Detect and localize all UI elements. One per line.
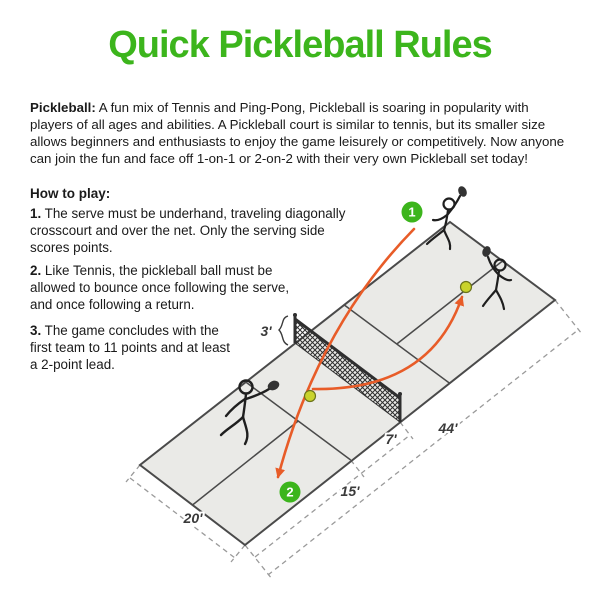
- net-post-left-cap: [293, 313, 297, 317]
- net-post-right-cap: [398, 392, 402, 396]
- court-lines: [192, 260, 503, 506]
- marker-2: 2: [279, 481, 301, 503]
- player-server: [425, 186, 467, 251]
- net-height-brace: [278, 315, 289, 346]
- dim-connector-near-corner-left: [230, 544, 246, 563]
- player-near: [219, 379, 280, 446]
- dim-connector-kitchen: [350, 459, 365, 478]
- ball-trajectories: [275, 227, 464, 479]
- rule-step-1: 1. The serve must be underhand, travelin…: [30, 205, 356, 256]
- paddle-near: [267, 380, 280, 391]
- dim-line-20ft: [129, 477, 236, 559]
- dim-connector-near-corner-right: [244, 544, 273, 580]
- player-right: [481, 246, 513, 311]
- kitchen-depth-label: 7': [385, 431, 397, 447]
- serve-arrow: [275, 227, 416, 479]
- net-tape: [294, 317, 401, 400]
- court-width-label: 20': [183, 510, 204, 526]
- rule-step-3: 3. The game concludes with the first tea…: [30, 322, 230, 373]
- how-to-play-heading: How to play:: [30, 186, 111, 201]
- step-3-number: 3.: [30, 323, 42, 338]
- pickleball-top: [459, 280, 473, 294]
- marker-1-label: 1: [408, 205, 415, 220]
- step-1-text: The serve must be underhand, traveling d…: [30, 206, 346, 256]
- step-2-number: 2.: [30, 263, 42, 278]
- intro-lead: Pickleball:: [30, 100, 96, 115]
- dim-line-44ft: [267, 329, 579, 576]
- step-2-text: Like Tennis, the pickleball ball must be…: [30, 263, 290, 313]
- return-arrow: [311, 295, 464, 391]
- net: [278, 313, 402, 424]
- rule-step-2: 2. Like Tennis, the pickleball ball must…: [30, 262, 292, 313]
- step-1-number: 1.: [30, 206, 42, 221]
- court: [138, 220, 557, 547]
- center-line-far: [396, 260, 503, 345]
- dim-connector-right-corner: [554, 299, 583, 335]
- net-height-label: 3': [260, 323, 272, 339]
- dim-connector-net-end: [399, 421, 414, 440]
- intro-text: A fun mix of Tennis and Ping-Pong, Pickl…: [30, 100, 565, 166]
- marker-1: 1: [401, 201, 423, 223]
- marker-2-label: 2: [286, 485, 293, 500]
- dimension-lines: [125, 299, 583, 580]
- intro-paragraph: Pickleball: A fun mix of Tennis and Ping…: [30, 100, 575, 168]
- pickleball-mid: [303, 389, 317, 403]
- paddle-server: [458, 186, 467, 197]
- step-3-text: The game concludes with the first team t…: [30, 323, 230, 373]
- service-depth-label: 15': [341, 483, 361, 499]
- dim-line-15ft-7ft: [254, 434, 411, 558]
- center-line-near: [192, 420, 299, 506]
- court-diagram: 1 2 3' 7' 15' 20' 44': [125, 186, 583, 580]
- court-length-label: 44': [438, 420, 459, 436]
- paddle-right: [482, 246, 491, 257]
- dim-connector-left-corner: [125, 464, 141, 483]
- page-title: Quick Pickleball Rules: [108, 24, 493, 66]
